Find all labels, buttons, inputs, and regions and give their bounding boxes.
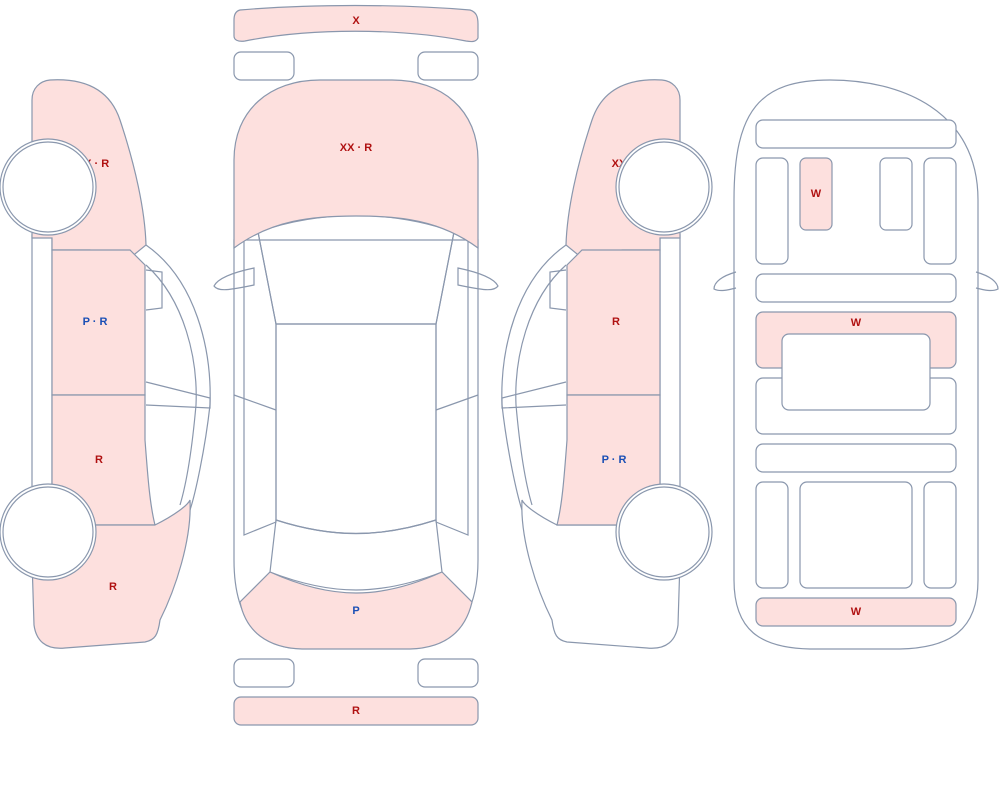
right-front-door[interactable]: [566, 249, 661, 396]
floor-front-left-rail: [755, 157, 789, 265]
right-window-frame: [515, 264, 567, 506]
right-rear-door[interactable]: [556, 394, 661, 526]
right-pillar: [501, 381, 567, 409]
hood-code: XX · R: [340, 142, 372, 154]
left-b-pillar-top: [233, 394, 277, 411]
left-front-door-code: P · R: [83, 316, 108, 328]
right-front-wheel: [615, 138, 713, 236]
front-bumper-code: X: [352, 15, 360, 27]
left-mirror: [145, 269, 163, 311]
front-bumper[interactable]: [233, 4, 479, 43]
left-front-door[interactable]: [51, 249, 146, 396]
right-headlight: [417, 51, 479, 81]
floor-crossmember-1: [755, 273, 957, 303]
floor-spare-well: [799, 481, 913, 589]
floor-front-right-rail: [923, 157, 957, 265]
right-mirror: [549, 269, 567, 311]
left-window-frame: [145, 264, 197, 506]
right-front-wheel-inner: [618, 141, 710, 233]
floor-inner-panel[interactable]: [799, 157, 833, 231]
rear-bumper-code: R: [352, 705, 360, 717]
right-mirror-top: [457, 267, 499, 291]
trunk-lid[interactable]: [239, 571, 473, 650]
floor-rear-panel[interactable]: [755, 597, 957, 627]
left-mirror-top: [213, 267, 255, 291]
trunk-lid-code: P: [352, 605, 359, 617]
floor-rear-right-rail: [923, 481, 957, 589]
top-view: X XX · R P R: [213, 4, 499, 726]
floor-center-tunnel: [781, 333, 931, 411]
floor-view: W W W: [713, 79, 999, 650]
floor-rear-panel-code: W: [851, 606, 862, 618]
right-rear-wheel-inner: [618, 486, 710, 578]
left-pillar: [145, 381, 211, 409]
hood[interactable]: [233, 79, 479, 250]
floor-front-right-inner: [879, 157, 913, 231]
right-rear-wheel: [615, 483, 713, 581]
floor-right-mirror: [975, 271, 999, 292]
left-taillight: [233, 658, 295, 688]
floor-inner-panel-code: W: [811, 188, 822, 200]
floor-middle-panel-code: W: [851, 317, 862, 329]
floor-crossmember-2: [755, 443, 957, 473]
right-door-windows: [501, 244, 567, 511]
left-door-windows: [145, 244, 211, 511]
rear-bumper[interactable]: [233, 696, 479, 726]
right-b-pillar-top: [435, 394, 479, 411]
left-headlight: [233, 51, 295, 81]
left-rear-quarter-code: R: [109, 581, 117, 593]
right-taillight: [417, 658, 479, 688]
left-rear-wheel-inner: [2, 486, 94, 578]
floor-left-mirror: [713, 271, 737, 292]
left-rear-door-code: R: [95, 454, 103, 466]
left-front-wheel: [0, 138, 97, 236]
floor-front-bar: [755, 119, 957, 149]
left-front-wheel-inner: [2, 141, 94, 233]
floor-rear-left-rail: [755, 481, 789, 589]
right-front-door-code: R: [612, 316, 620, 328]
left-side-view: XX · R P · R R R: [0, 79, 211, 649]
left-rear-wheel: [0, 483, 97, 581]
right-side-view: XX R P · R: [501, 79, 713, 649]
right-rear-door-code: P · R: [602, 454, 627, 466]
